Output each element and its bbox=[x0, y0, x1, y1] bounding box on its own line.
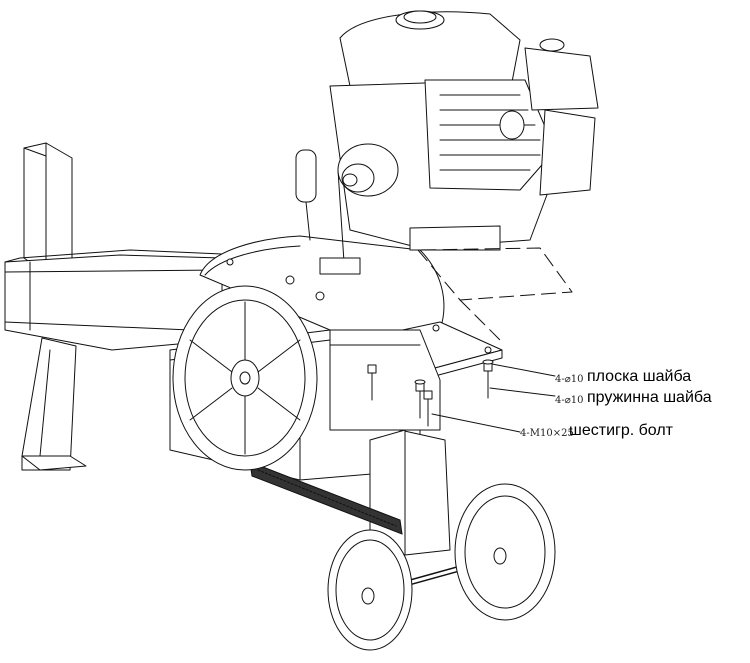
support-leg bbox=[21, 337, 87, 471]
wheel-rear bbox=[454, 483, 556, 621]
callout-2: 4-⌀10 пружинна шайба bbox=[555, 389, 712, 406]
engine bbox=[329, 10, 599, 251]
mounting-outline-dashed bbox=[417, 247, 573, 341]
main-beam bbox=[4, 249, 223, 351]
drive-belt bbox=[249, 461, 403, 535]
callout-2-spec: 4-⌀10 bbox=[555, 395, 584, 406]
callout-3-label: шестигр. болт bbox=[569, 422, 674, 439]
callout-1-label: плоска шайба bbox=[587, 368, 691, 385]
control-lever bbox=[295, 149, 361, 275]
wheel-front bbox=[327, 529, 413, 651]
flywheel bbox=[172, 285, 318, 471]
callout-1: 4-⌀10 плоска шайба bbox=[555, 368, 691, 385]
mounting-plate bbox=[329, 321, 503, 431]
callout-leader-lines bbox=[431, 363, 556, 433]
callout-3-spec: 4-M10×25 bbox=[520, 428, 574, 439]
callout-3: 4-M10×25 шестигр. болт bbox=[520, 422, 674, 439]
callout-1-spec: 4-⌀10 bbox=[555, 374, 584, 385]
callout-2-label: пружинна шайба bbox=[587, 389, 712, 406]
bolts-and-washers bbox=[367, 359, 494, 427]
